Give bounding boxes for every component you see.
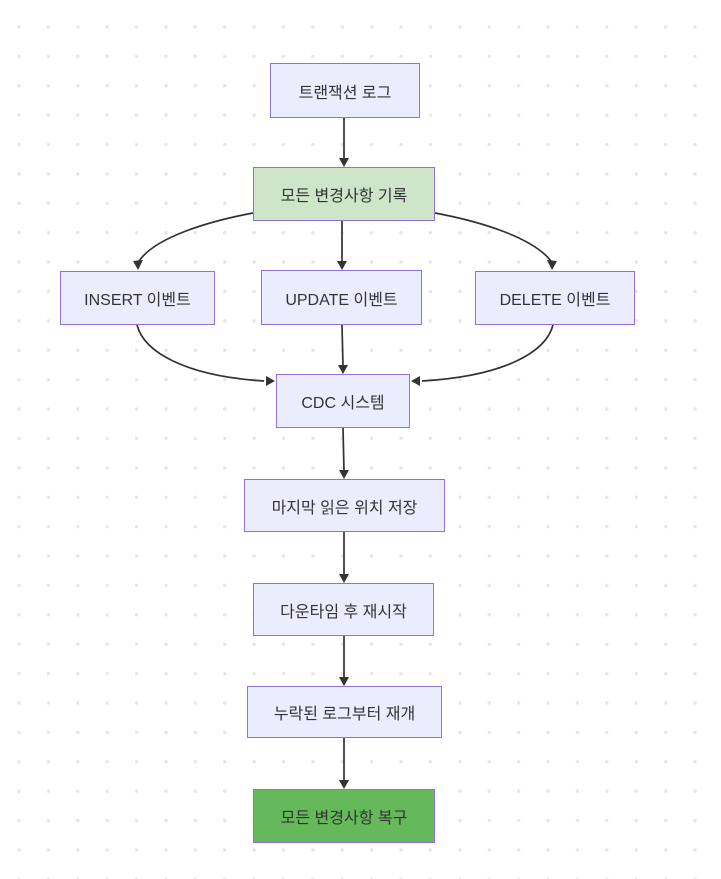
arrowhead-B-E [547,260,557,270]
node-transaction-log: 트랜잭션 로그 [270,63,420,118]
node-recover-all-changes: 모든 변경사항 복구 [253,789,435,843]
arrowhead-B-D [337,261,347,270]
node-insert-event: INSERT 이벤트 [60,271,215,325]
edge-B-E [434,212,552,262]
edge-E-F [421,324,554,382]
arrowhead-G-H [339,574,349,583]
arrowhead-F-G [339,470,349,479]
node-save-last-read-position: 마지막 읽은 위치 저장 [244,479,445,532]
arrowhead-C-F [266,376,275,386]
node-update-event: UPDATE 이벤트 [261,270,422,325]
arrowhead-B-C [133,260,143,270]
arrowhead-E-F [411,376,420,386]
arrowhead-A-B [339,158,349,167]
node-delete-event: DELETE 이벤트 [475,271,635,325]
arrowhead-D-F [338,365,348,374]
arrowhead-I-J [339,780,349,789]
node-restart-after-downtime: 다운타임 후 재시작 [253,583,434,636]
node-cdc-system: CDC 시스템 [276,374,410,428]
node-record-all-changes: 모든 변경사항 기록 [253,167,435,221]
edge-F-G [342,427,345,472]
edge-B-C [138,212,254,262]
node-resume-from-missed-logs: 누락된 로그부터 재개 [247,686,442,738]
edge-C-F [136,324,265,382]
arrowhead-H-I [339,677,349,686]
edge-D-F [341,324,344,367]
